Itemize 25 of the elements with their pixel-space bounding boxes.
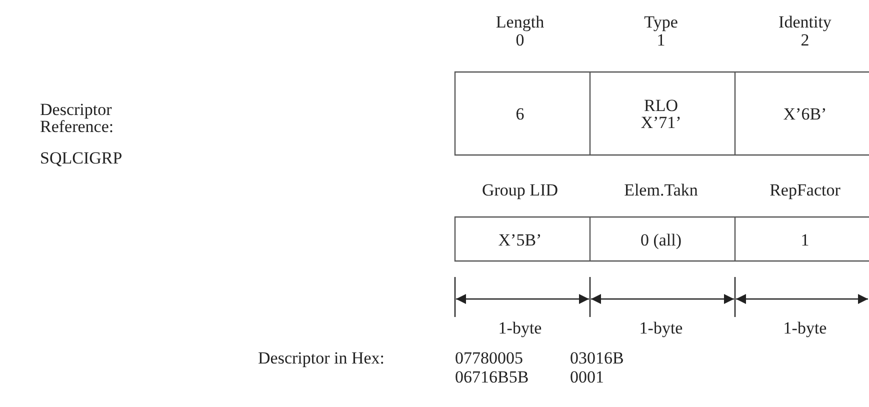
field-value: X’5B’	[498, 232, 542, 248]
column-index: 1	[656, 32, 666, 48]
field-value: 0 (all)	[640, 232, 682, 248]
hex-value: 07780005	[455, 350, 523, 366]
column-index: 2	[800, 32, 810, 48]
byte-size-label: 1-byte	[783, 320, 827, 336]
hex-label: Descriptor in Hex:	[258, 350, 385, 366]
column-header: Type	[644, 14, 678, 30]
field-value: X’6B’	[783, 106, 827, 122]
hex-value: 06716B5B	[455, 368, 529, 386]
hex-value: 03016B	[570, 350, 624, 366]
hex-value: 0001	[570, 368, 604, 386]
field-value: 1	[800, 232, 810, 248]
column-header: RepFactor	[770, 182, 840, 198]
byte-size-label: 1-byte	[498, 320, 542, 336]
field-value: 6	[516, 106, 524, 122]
descriptor-label: Descriptor Reference:	[40, 101, 115, 135]
field-value: RLO X’71’	[640, 97, 682, 131]
column-index: 0	[516, 32, 524, 48]
byte-size-label: 1-byte	[639, 320, 683, 336]
descriptor-name: SQLCIGRP	[40, 150, 122, 166]
column-header: Group LID	[482, 182, 558, 198]
column-header: Identity	[778, 14, 832, 30]
column-header: Elem.Takn	[624, 182, 698, 198]
column-header: Length	[496, 14, 544, 30]
